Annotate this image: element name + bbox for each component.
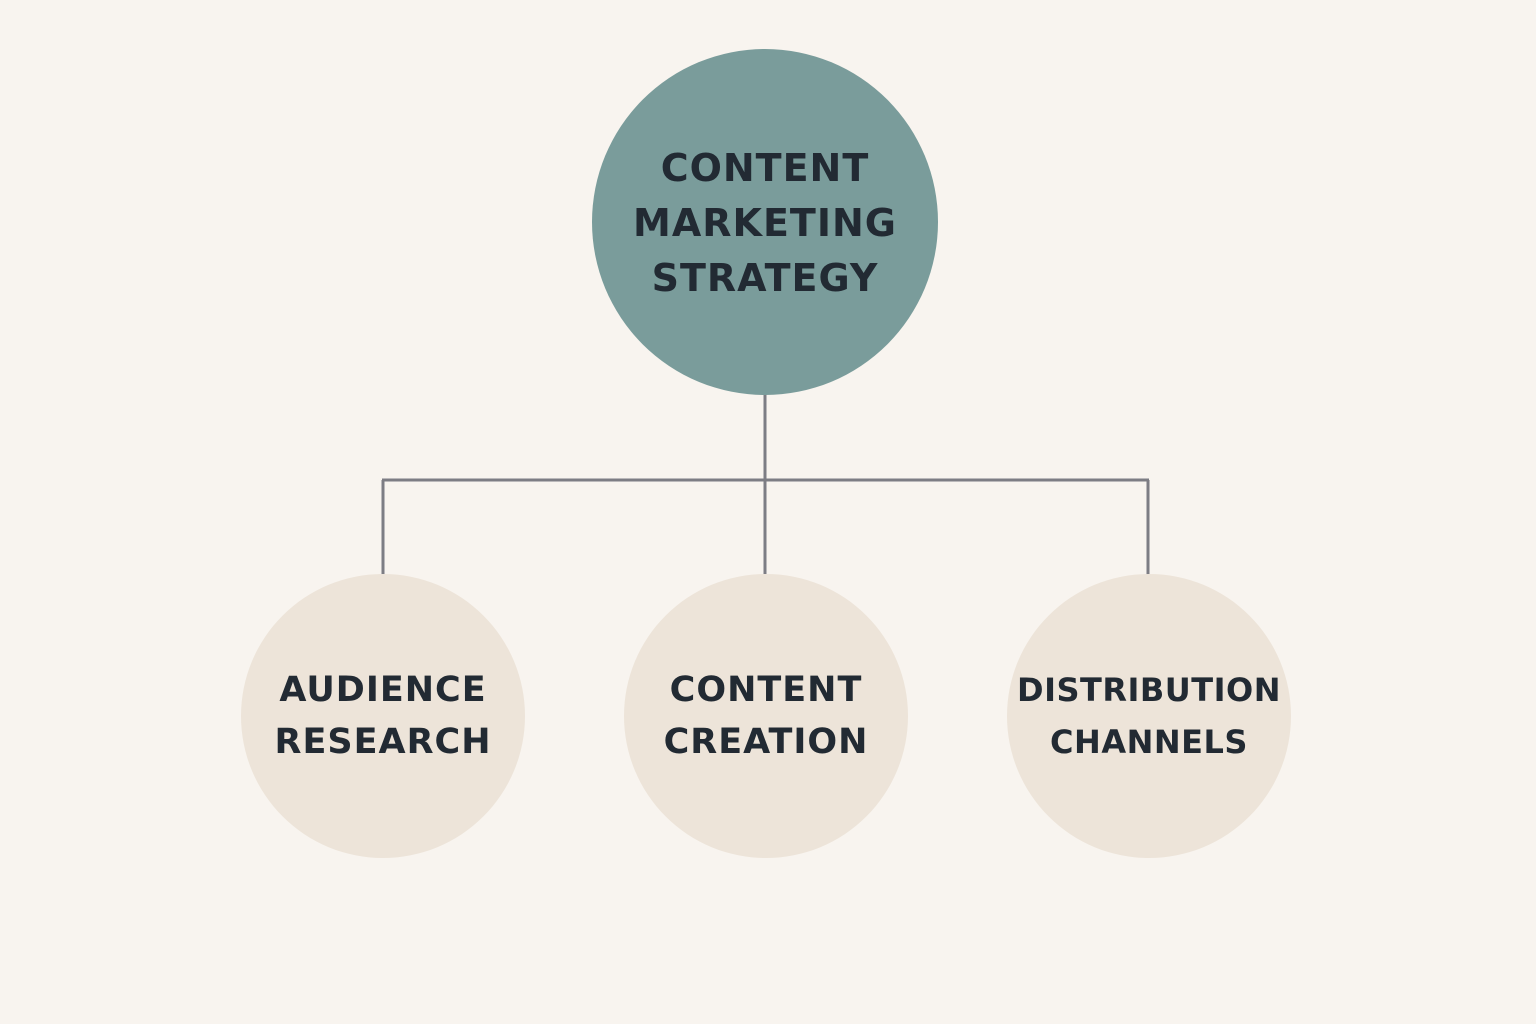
distribution-label-line-2: CHANNELS: [1050, 723, 1248, 761]
root-label-line-3: STRATEGY: [651, 255, 879, 300]
creation-label-line-2: CREATION: [663, 722, 869, 762]
child-node-content-creation: CONTENT CREATION: [624, 574, 908, 858]
child-node-distribution-channels: DISTRIBUTION CHANNELS: [1007, 574, 1291, 858]
audience-label-line-2: RESEARCH: [274, 722, 492, 762]
root-label-line-1: CONTENT: [660, 145, 870, 190]
child-node-audience-research: AUDIENCE RESEARCH: [241, 574, 525, 858]
creation-label-line-1: CONTENT: [669, 670, 863, 710]
root-node-content-marketing-strategy: CONTENT MARKETING STRATEGY: [592, 49, 938, 395]
audience-label-line-1: AUDIENCE: [279, 670, 487, 710]
distribution-label-line-1: DISTRIBUTION: [1017, 671, 1281, 709]
root-label-line-2: MARKETING: [633, 200, 897, 245]
